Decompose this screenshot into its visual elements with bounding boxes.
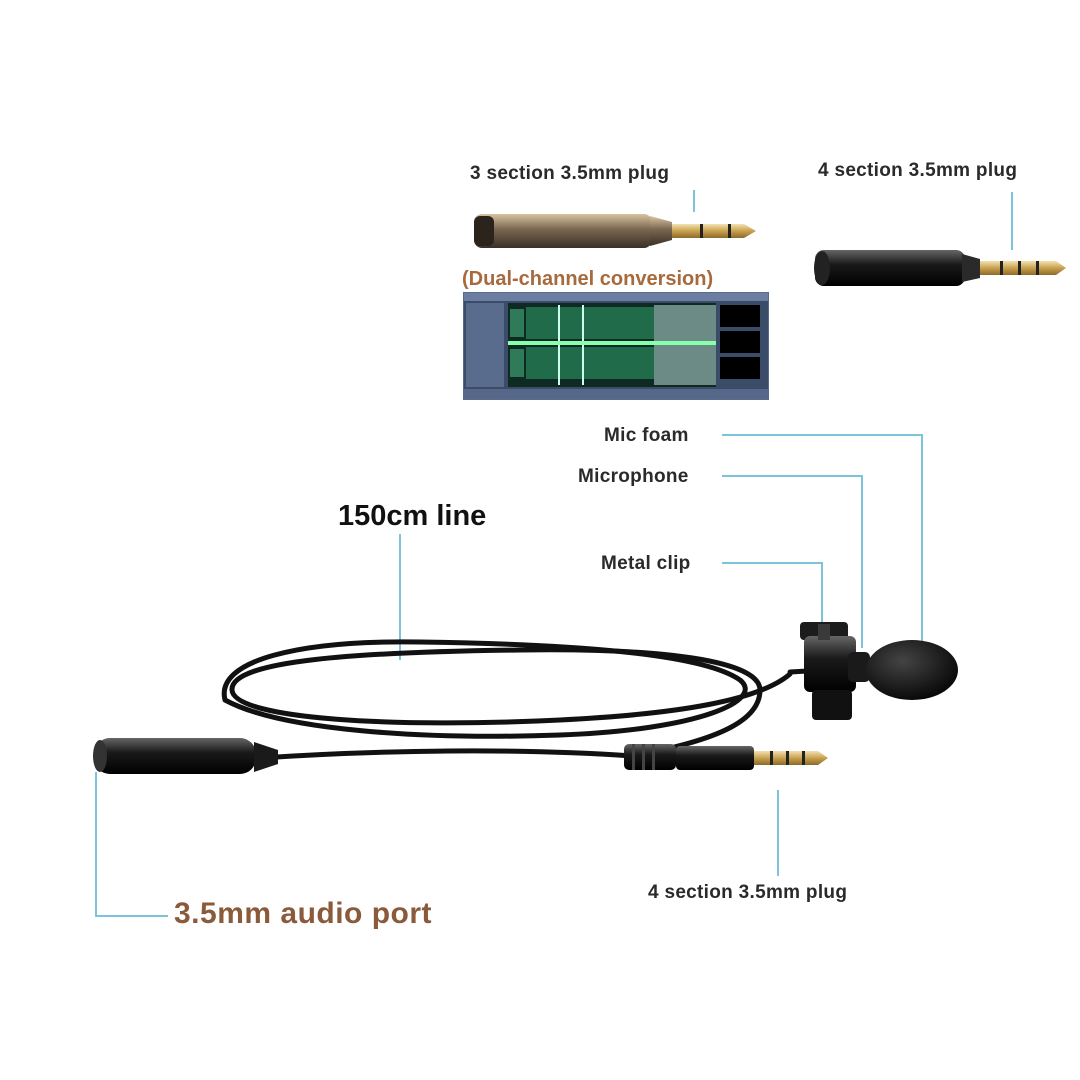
metal-clip xyxy=(800,622,856,720)
label-microphone: Microphone xyxy=(578,466,689,487)
adapter-4-section xyxy=(814,250,1066,286)
label-dual-channel: (Dual-channel conversion) xyxy=(462,268,714,290)
label-3-section-plug: 3 section 3.5mm plug xyxy=(470,163,670,184)
label-4-section-plug-top: 4 section 3.5mm plug xyxy=(818,160,1018,181)
female-jack xyxy=(93,738,278,774)
male-plug-4-section xyxy=(624,744,828,770)
adapter-3-section xyxy=(474,214,756,248)
label-150cm-line: 150cm line xyxy=(338,500,487,532)
label-metal-clip: Metal clip xyxy=(601,553,691,574)
label-4-section-plug-bottom: 4 section 3.5mm plug xyxy=(648,882,848,903)
label-audio-port: 3.5mm audio port xyxy=(174,897,433,930)
label-mic-foam: Mic foam xyxy=(604,425,689,446)
cable xyxy=(221,639,863,761)
waveform-screenshot xyxy=(463,292,769,400)
leader-lines xyxy=(95,190,1013,917)
microphone-head xyxy=(848,640,958,700)
